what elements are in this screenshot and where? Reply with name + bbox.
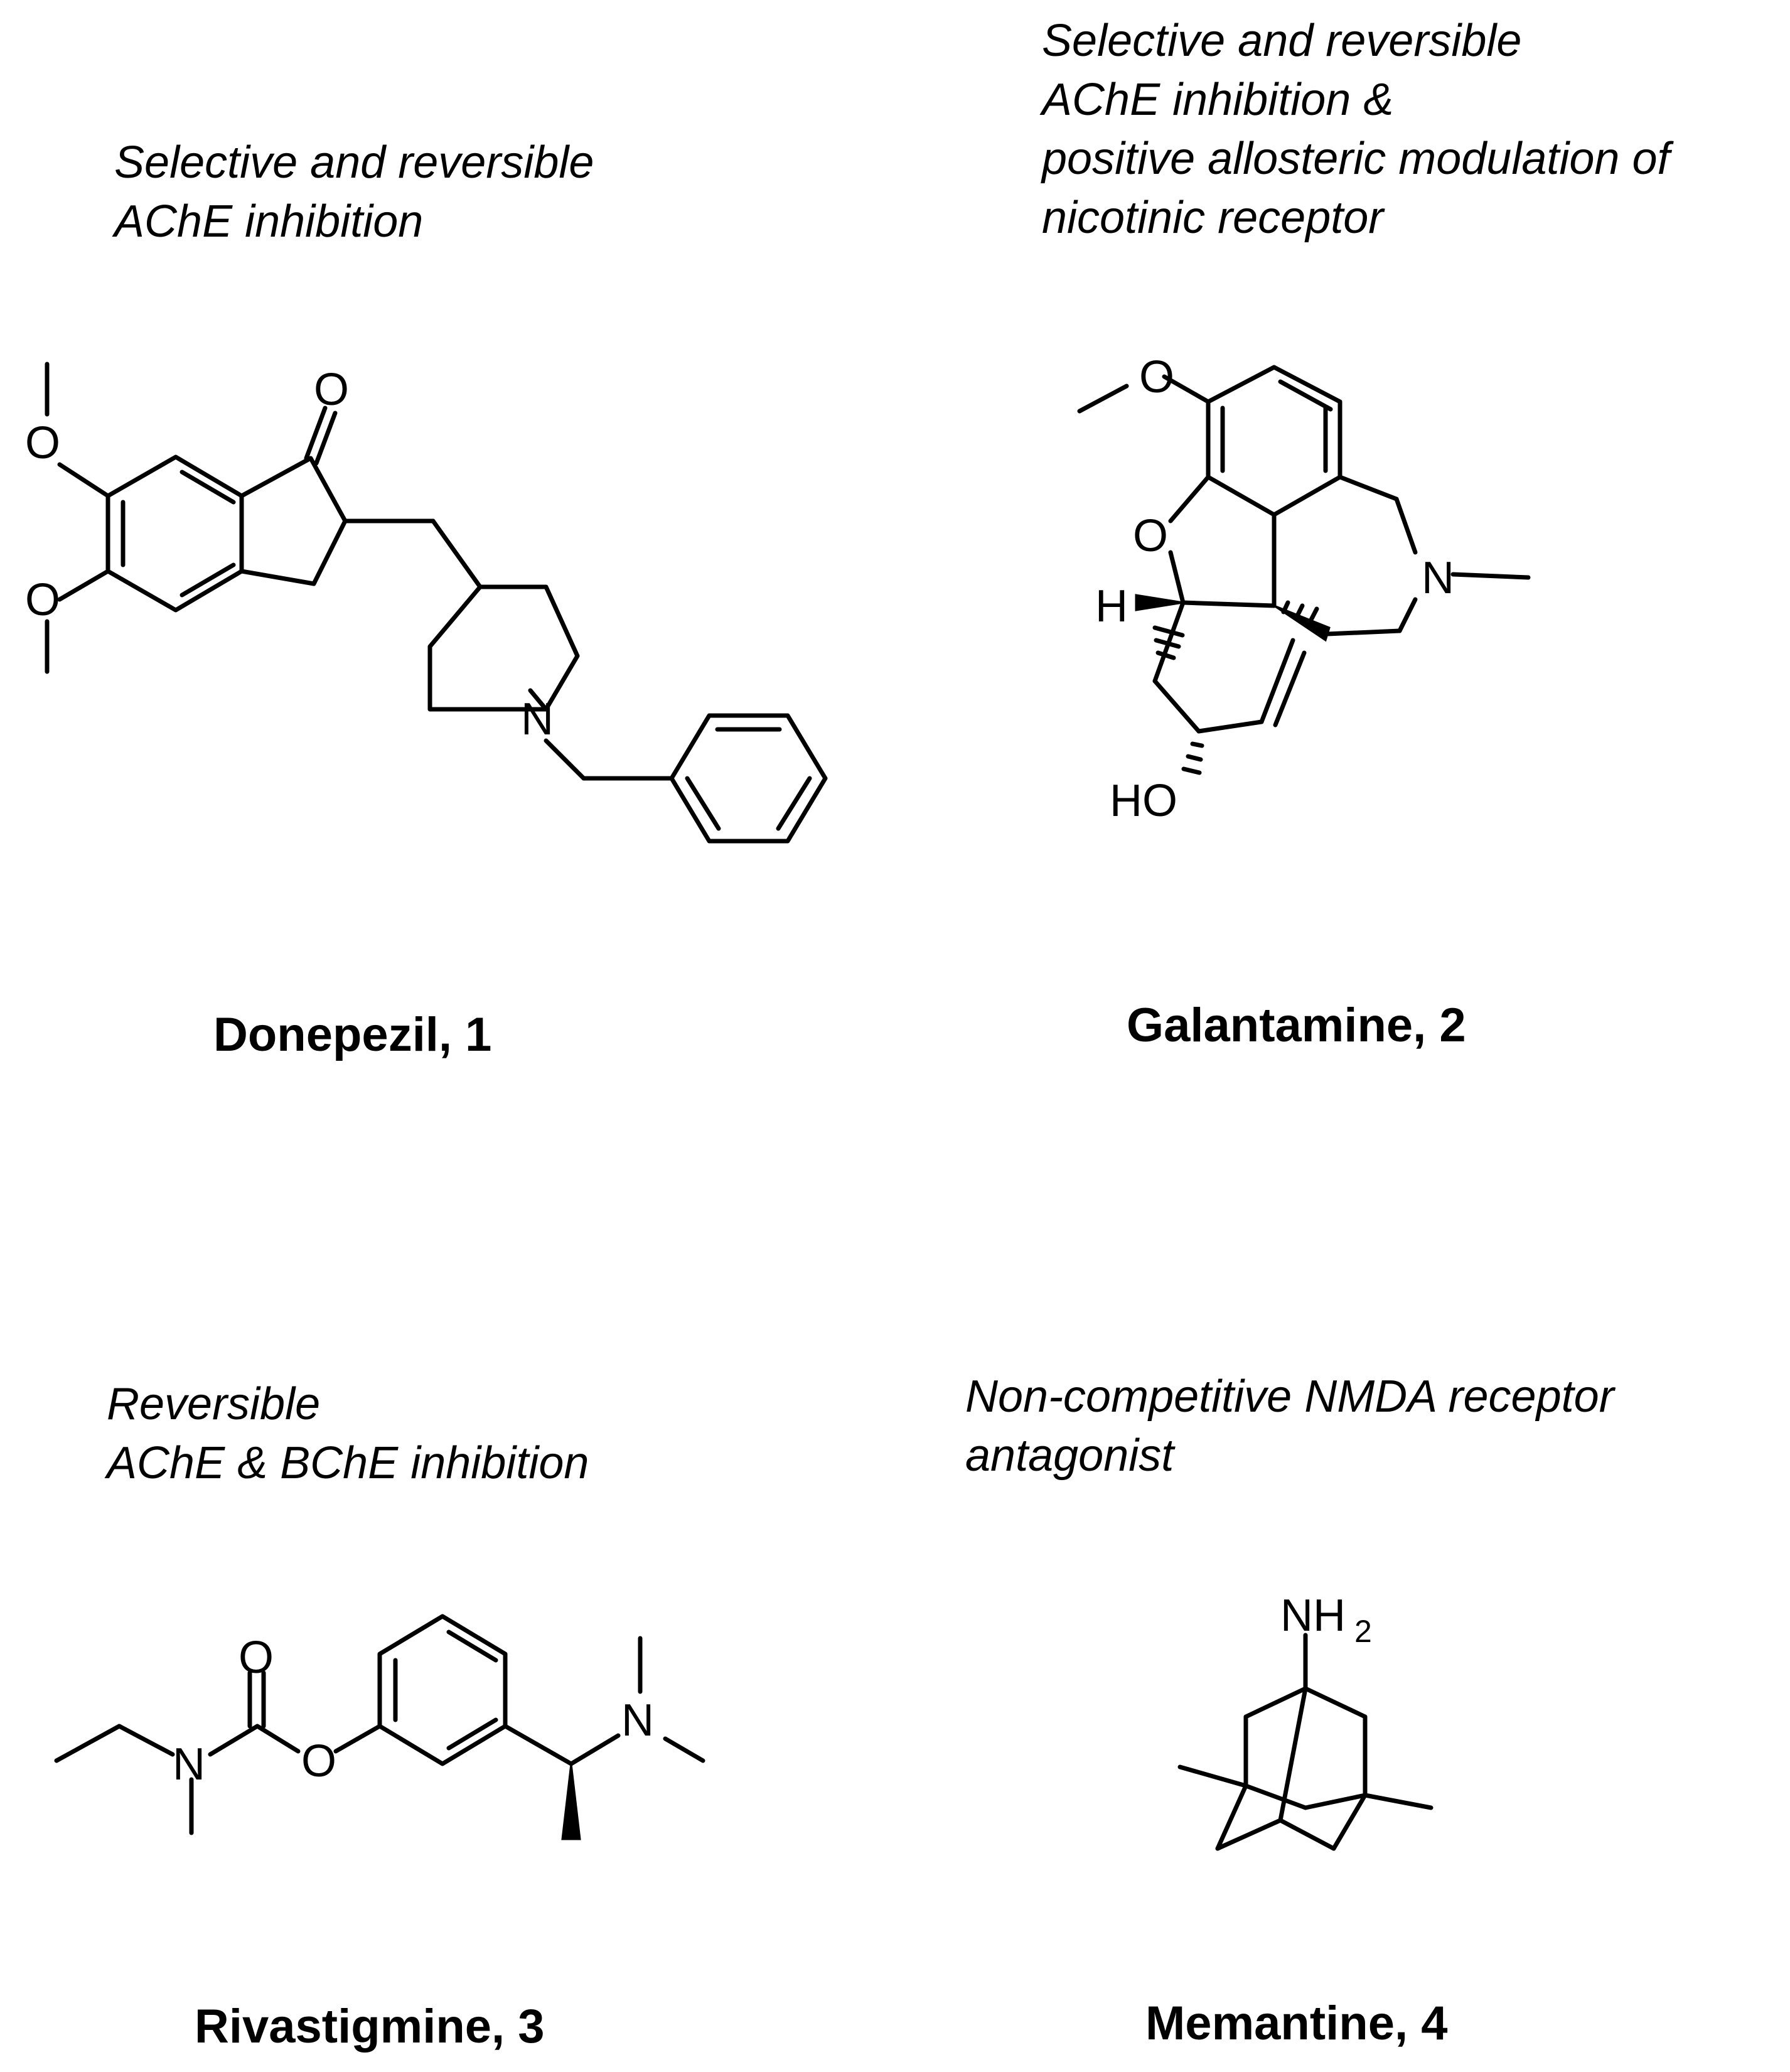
atom-label: NH bbox=[1280, 1591, 1346, 1641]
description-line: Reversible bbox=[107, 1379, 321, 1429]
description-line: Non-competitive NMDA receptor bbox=[965, 1371, 1614, 1422]
atom-label: N bbox=[173, 1739, 205, 1790]
donepezil-label: Donepezil, 1 bbox=[213, 1008, 492, 1061]
atom-label: O bbox=[25, 418, 60, 468]
atom-label: O bbox=[301, 1736, 336, 1786]
description-line: AChE & BChE inhibition bbox=[107, 1438, 589, 1488]
description-line: AChE inhibition & bbox=[1042, 75, 1394, 125]
memantine-structure: NH 2 bbox=[1177, 1591, 1434, 1851]
donepezil-structure: O O O N bbox=[25, 362, 828, 844]
galantamine-label: Galantamine, 2 bbox=[1127, 999, 1466, 1052]
atom-label: N bbox=[521, 694, 554, 744]
memantine-description: Non-competitive NMDA receptor antagonist bbox=[965, 1367, 1614, 1485]
rivastigmine-description: Reversible AChE & BChE inhibition bbox=[107, 1375, 589, 1493]
description-line: Selective and reversible bbox=[114, 137, 594, 188]
description-line: positive allosteric modulation of bbox=[1042, 134, 1670, 184]
atom-label: O bbox=[314, 365, 349, 415]
atom-label: O bbox=[238, 1633, 274, 1683]
rivastigmine-structure: O O N N bbox=[54, 1614, 705, 1840]
atom-label: O bbox=[1139, 352, 1174, 402]
memantine-label: Memantine, 4 bbox=[1145, 1997, 1448, 2050]
donepezil-description: Selective and reversible AChE inhibition bbox=[114, 133, 594, 251]
atom-label: O bbox=[1133, 511, 1168, 561]
atom-label: N bbox=[1422, 553, 1454, 603]
atom-subscript: 2 bbox=[1354, 1614, 1372, 1649]
galantamine-structure: O O N H HO bbox=[1077, 352, 1531, 826]
description-line: Selective and reversible bbox=[1042, 16, 1522, 66]
atom-label: O bbox=[25, 575, 60, 625]
galantamine-description: Selective and reversible AChE inhibition… bbox=[1042, 11, 1670, 247]
rivastigmine-label: Rivastigmine, 3 bbox=[195, 2000, 545, 2053]
atom-label: N bbox=[621, 1695, 654, 1746]
atom-label: H bbox=[1095, 581, 1128, 631]
description-line: nicotinic receptor bbox=[1042, 193, 1384, 243]
description-line: antagonist bbox=[965, 1431, 1174, 1481]
description-line: AChE inhibition bbox=[114, 196, 424, 247]
atom-label: HO bbox=[1110, 776, 1177, 826]
